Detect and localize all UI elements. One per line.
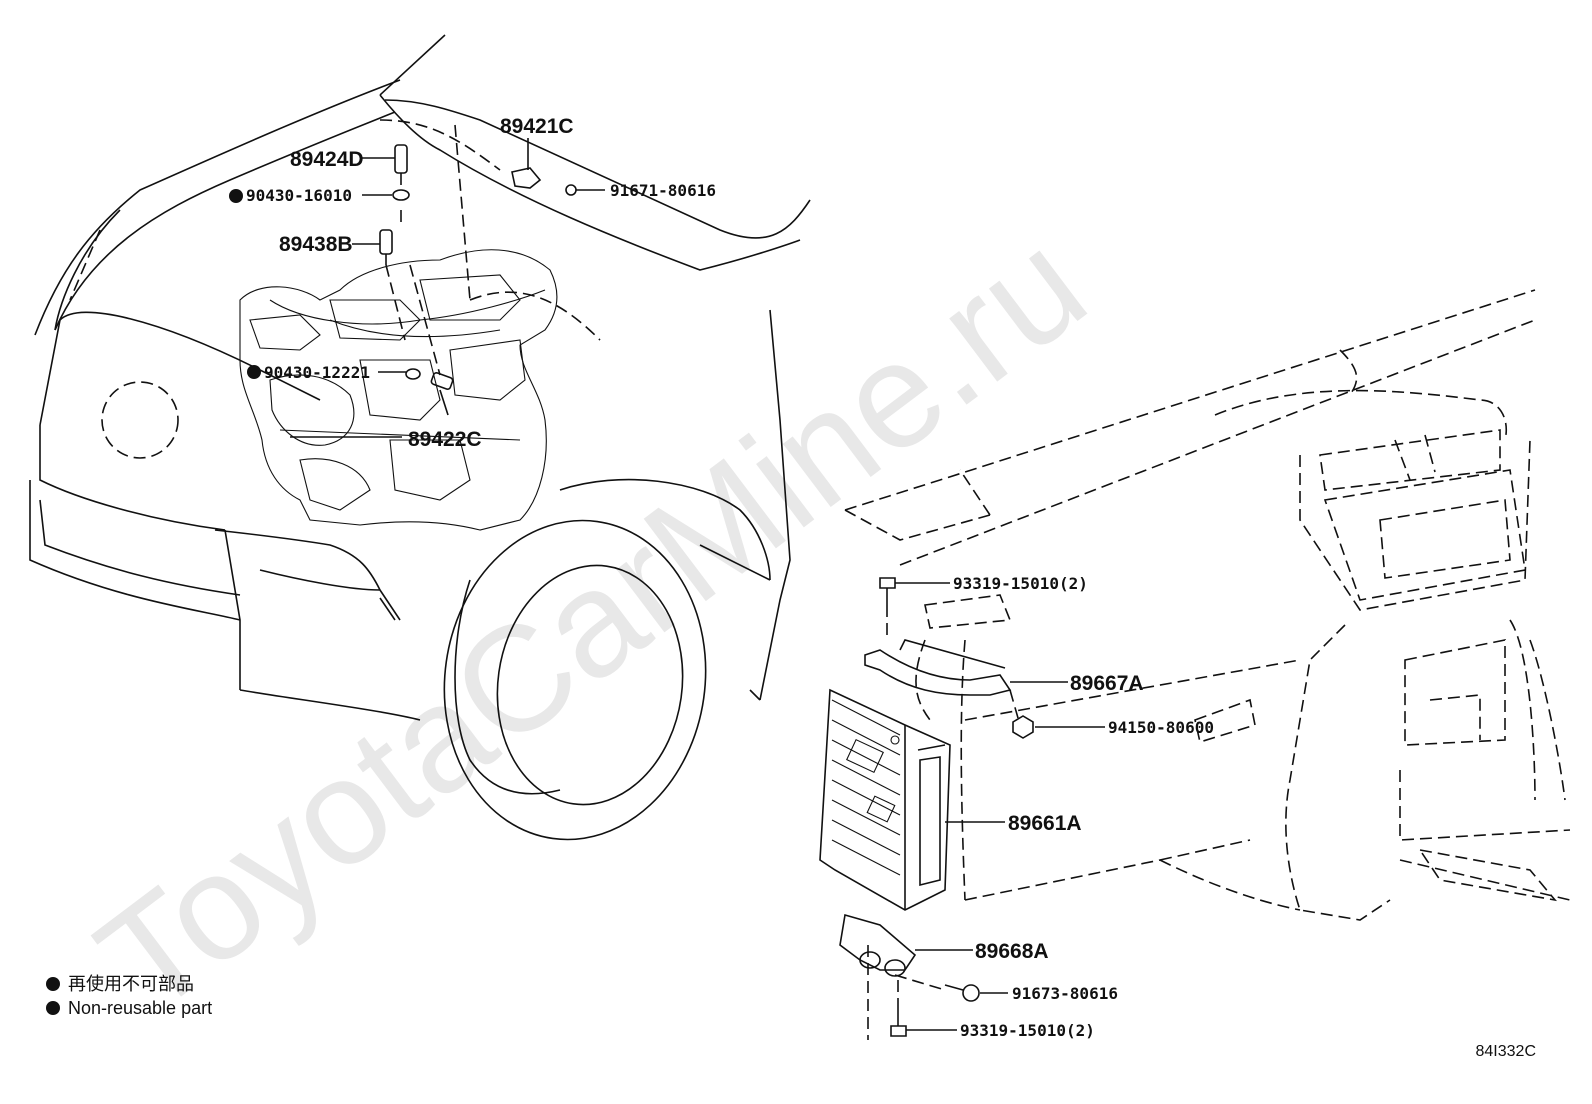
label-91671-80616: 91671-80616 bbox=[610, 181, 716, 200]
label-89661A: 89661A bbox=[1008, 812, 1082, 835]
non-reusable-dot-icon bbox=[46, 1001, 60, 1015]
vehicle-front-illustration bbox=[29, 34, 811, 841]
gasket-90430-12221-icon bbox=[405, 368, 421, 380]
engine-assembly bbox=[239, 249, 558, 531]
label-89422C: 89422C bbox=[408, 428, 482, 451]
sensor-89438B-icon bbox=[379, 229, 393, 265]
label-90430-16010: 90430-16010 bbox=[246, 186, 352, 205]
bracket-89668A-icon bbox=[839, 913, 917, 977]
label-89424D: 89424D bbox=[290, 148, 364, 171]
non-reusable-dot bbox=[247, 365, 261, 379]
legend-row-en: Non-reusable part bbox=[46, 996, 212, 1020]
sensor-89421C-icon bbox=[511, 160, 542, 189]
label-89668A: 89668A bbox=[975, 940, 1049, 963]
label-89438B: 89438B bbox=[279, 233, 353, 256]
diagram-code: 84I332C bbox=[1475, 1043, 1537, 1060]
legend-en-text: Non-reusable part bbox=[68, 998, 213, 1018]
watermark-text: ToyotaCarMine.ru bbox=[68, 199, 1115, 1046]
non-reusable-dot bbox=[229, 189, 243, 203]
label-91673-80616: 91673-80616 bbox=[1012, 984, 1118, 1003]
bolt-91671-icon bbox=[565, 184, 577, 196]
label-90430-12221: 90430-12221 bbox=[264, 363, 370, 382]
bolt-93319-bottom-icon bbox=[890, 1010, 907, 1037]
ecu-89661A-icon bbox=[819, 688, 951, 911]
dashboard-illustration bbox=[844, 289, 1571, 921]
gasket-90430-16010-icon bbox=[392, 189, 410, 201]
label-93319-15010-top: 93319-15010(2) bbox=[953, 574, 1088, 593]
non-reusable-dot-icon bbox=[46, 977, 60, 991]
label-93319-15010-bottom: 93319-15010(2) bbox=[960, 1021, 1095, 1040]
bolt-91673-icon bbox=[944, 984, 980, 1002]
legend: 再使用不可部品 Non-reusable part bbox=[46, 972, 212, 1020]
nut-94150-icon bbox=[1012, 715, 1034, 739]
sensor-89422C-icon bbox=[430, 371, 454, 391]
label-89667A: 89667A bbox=[1070, 672, 1144, 695]
sensor-89424D-icon bbox=[394, 144, 408, 185]
legend-row-jp: 再使用不可部品 bbox=[46, 972, 212, 996]
legend-jp-text: 再使用不可部品 bbox=[68, 974, 194, 994]
label-89421C: 89421C bbox=[500, 115, 574, 138]
label-94150-80600: 94150-80600 bbox=[1108, 718, 1214, 737]
bolt-93319-top-icon bbox=[879, 577, 896, 605]
bracket-89667A-icon bbox=[864, 639, 1012, 696]
